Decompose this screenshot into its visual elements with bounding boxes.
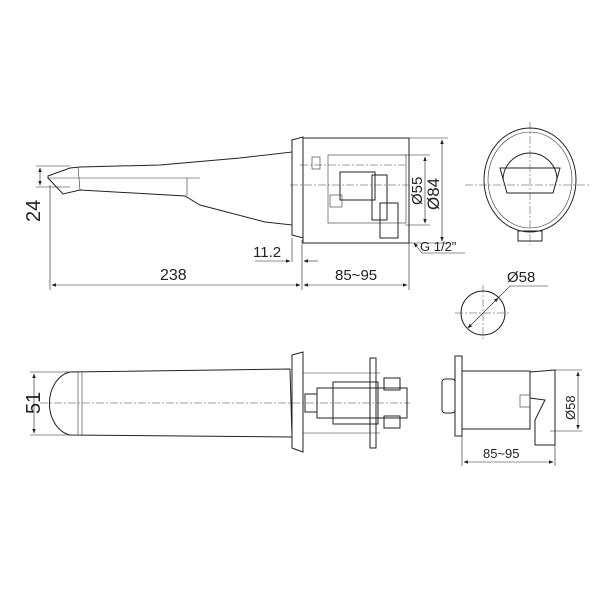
dim-85-95-top: 85~95 — [335, 267, 377, 284]
dim-55: Ø55 — [409, 177, 426, 205]
dim-thread: G 1/2" — [420, 239, 457, 254]
dim-11-2: 11.2 — [253, 244, 281, 261]
dim-24: 24 — [23, 200, 45, 222]
dim-51: 51 — [23, 392, 45, 414]
width-dimension — [30, 371, 75, 436]
end-view — [465, 122, 590, 245]
cutout-circle — [455, 285, 548, 341]
dim-238: 238 — [160, 267, 187, 284]
dim-84: Ø84 — [424, 178, 443, 210]
dim-58-side: Ø58 — [563, 395, 578, 420]
side-dimensions — [461, 369, 582, 466]
side-view — [441, 355, 556, 446]
dim-85-95-side: 85~95 — [483, 446, 520, 461]
spout-plan-view — [40, 351, 410, 453]
dim-58-cutout: Ø58 — [507, 269, 535, 286]
spout-top-view — [47, 136, 410, 244]
outlet-dimensions-top — [36, 137, 465, 290]
